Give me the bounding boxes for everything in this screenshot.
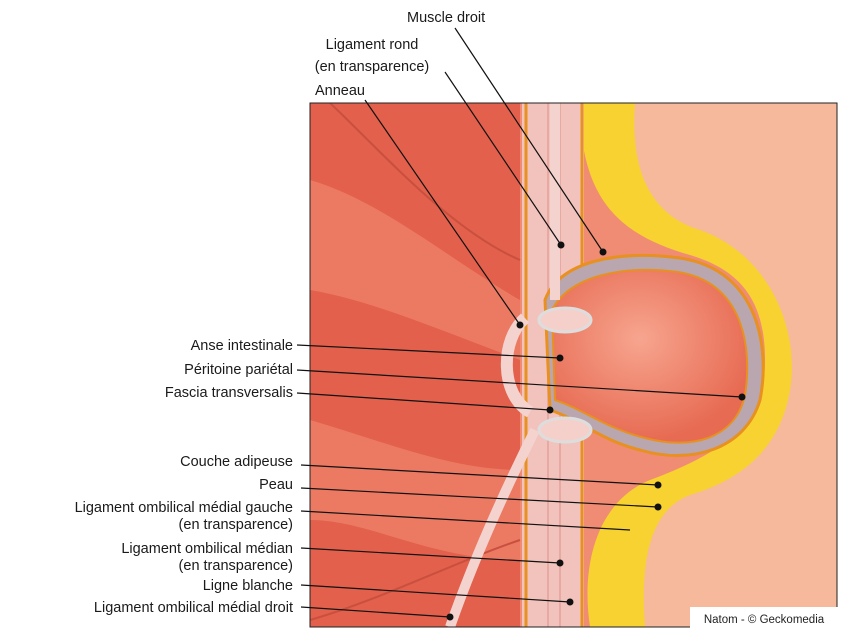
- label-ligne-blanche: Ligne blanche: [203, 578, 293, 594]
- label-peritoine-parietal: Péritoine pariétal: [184, 362, 293, 378]
- label-anneau: Anneau: [315, 83, 365, 99]
- label-muscle-droit: Muscle droit: [407, 10, 485, 26]
- label-fascia-transversalis: Fascia transversalis: [165, 385, 293, 401]
- label-ligament-ombilical-medial-gauche: Ligament ombilical médial gauche: [75, 500, 293, 516]
- label-ligament-rond-note: (en transparence): [315, 59, 429, 75]
- ligament-median-right: [445, 427, 540, 627]
- label-ligament-ombilical-medial-droit: Ligament ombilical médial droit: [94, 600, 293, 616]
- label-peau: Peau: [259, 477, 293, 493]
- anatomy-drawing: [310, 103, 837, 627]
- label-ligament-ombilical-median: Ligament ombilical médian: [121, 541, 293, 557]
- credit: Natom - © Geckomedia: [690, 607, 838, 633]
- label-couche-adipeuse: Couche adipeuse: [180, 454, 293, 470]
- label-lom-note: (en transparence): [179, 558, 293, 574]
- leader-lines: [296, 27, 746, 621]
- skin: [600, 103, 837, 627]
- hernia-sac: [550, 268, 749, 444]
- label-ligament-rond: Ligament rond: [326, 37, 419, 53]
- label-lomg-note: (en transparence): [179, 517, 293, 533]
- fat-layer: [580, 103, 792, 627]
- label-anse-intestinale: Anse intestinale: [191, 338, 293, 354]
